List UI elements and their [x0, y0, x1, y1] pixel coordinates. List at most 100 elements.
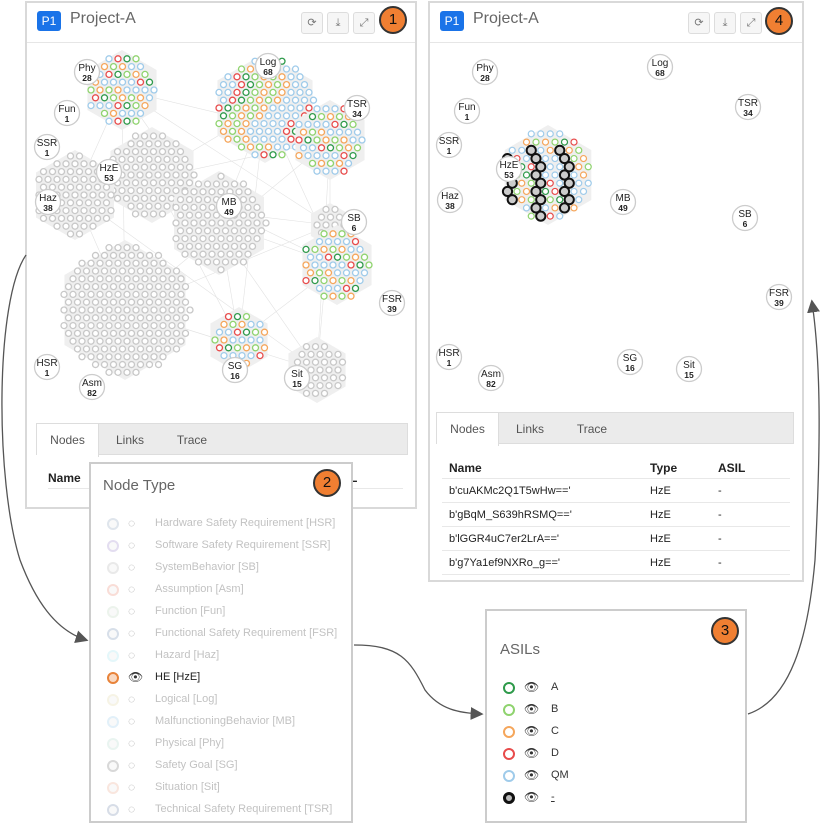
graph-node[interactable] — [269, 119, 277, 128]
graph-node[interactable] — [176, 147, 185, 156]
graph-node[interactable] — [233, 312, 242, 321]
graph-node[interactable] — [73, 314, 82, 322]
graph-node[interactable] — [123, 101, 131, 110]
graph-node[interactable] — [140, 147, 149, 156]
graph-node[interactable] — [522, 154, 531, 163]
node-cluster[interactable] — [302, 225, 373, 305]
graph-node[interactable] — [315, 237, 324, 246]
graph-node[interactable] — [575, 146, 583, 154]
graph-node[interactable] — [247, 320, 255, 329]
graph-node[interactable] — [62, 191, 70, 199]
graph-node[interactable] — [176, 163, 185, 171]
graph-node[interactable] — [163, 345, 172, 353]
graph-node[interactable] — [242, 73, 250, 81]
graph-node[interactable] — [556, 163, 564, 171]
graph-node[interactable] — [308, 159, 317, 168]
graph-node[interactable] — [308, 128, 317, 136]
graph-node[interactable] — [123, 86, 131, 94]
graph-node[interactable] — [338, 245, 346, 254]
graph-node[interactable] — [53, 160, 61, 168]
eye-icon[interactable]: ◌ — [128, 714, 136, 728]
graph-node[interactable] — [313, 167, 321, 175]
graph-node[interactable] — [287, 104, 295, 112]
graph-node[interactable] — [127, 62, 136, 71]
graph-node[interactable] — [224, 135, 232, 143]
graph-node[interactable] — [313, 136, 321, 144]
graph-node[interactable] — [109, 78, 118, 86]
graph-node[interactable] — [269, 151, 277, 159]
graph-node[interactable] — [304, 151, 312, 160]
graph-node[interactable] — [349, 151, 357, 160]
graph-node[interactable] — [344, 159, 353, 168]
graph-node[interactable] — [118, 155, 126, 164]
graph-node[interactable] — [584, 163, 592, 171]
graph-node[interactable] — [60, 321, 68, 330]
graph-node[interactable] — [246, 127, 255, 136]
graph-node[interactable] — [114, 55, 122, 63]
graph-node[interactable] — [100, 109, 109, 118]
graph-node[interactable] — [80, 160, 88, 168]
graph-node[interactable] — [190, 234, 198, 243]
graph-node[interactable] — [91, 345, 100, 353]
graph-node[interactable] — [194, 242, 203, 251]
graph-node[interactable] — [172, 314, 181, 322]
graph-node[interactable] — [89, 206, 97, 215]
graph-node[interactable] — [181, 155, 189, 164]
graph-node[interactable] — [208, 219, 216, 227]
graph-node[interactable] — [113, 194, 122, 203]
graph-node[interactable] — [89, 222, 97, 230]
table-row[interactable]: b'cuAKMc2Q1T5wHw=='HzE- — [442, 479, 790, 503]
graph-node[interactable] — [338, 230, 346, 238]
graph-node[interactable] — [172, 186, 180, 195]
graph-node[interactable] — [73, 282, 82, 291]
graph-node[interactable] — [242, 135, 250, 143]
graph-node[interactable] — [158, 194, 167, 203]
graph-node[interactable] — [215, 104, 223, 112]
graph-node[interactable] — [118, 78, 127, 86]
graph-node[interactable] — [127, 186, 135, 195]
graph-node[interactable] — [518, 146, 526, 154]
graph-node[interactable] — [123, 243, 131, 252]
graph-node[interactable] — [131, 163, 140, 171]
graph-node[interactable] — [168, 306, 176, 314]
column-asil[interactable]: ASIL — [718, 461, 746, 475]
graph-node[interactable] — [320, 374, 329, 382]
graph-node[interactable] — [154, 155, 162, 164]
graph-node[interactable] — [221, 180, 230, 188]
graph-node[interactable] — [145, 298, 154, 306]
eye-icon[interactable]: ◌ — [128, 692, 136, 706]
graph-node[interactable] — [324, 237, 333, 246]
graph-node[interactable] — [107, 206, 115, 215]
graph-node[interactable] — [334, 381, 342, 390]
graph-node[interactable] — [118, 251, 127, 260]
graph-node[interactable] — [311, 389, 320, 398]
graph-node[interactable] — [199, 219, 207, 227]
graph-node[interactable] — [541, 204, 550, 212]
graph-node[interactable] — [235, 234, 243, 243]
graph-node[interactable] — [57, 167, 66, 176]
graph-node[interactable] — [351, 284, 360, 293]
graph-node[interactable] — [66, 214, 75, 223]
graph-node[interactable] — [300, 96, 309, 104]
graph-node[interactable] — [118, 282, 127, 291]
graph-node[interactable] — [224, 328, 233, 336]
graph-node[interactable] — [295, 136, 303, 144]
graph-node[interactable] — [199, 234, 207, 243]
graph-node[interactable] — [246, 96, 255, 104]
graph-node[interactable] — [78, 290, 86, 299]
graph-node[interactable] — [203, 211, 212, 219]
graph-node[interactable] — [199, 250, 207, 258]
graph-node[interactable] — [194, 211, 203, 219]
graph-node[interactable] — [159, 353, 167, 361]
graph-node[interactable] — [163, 282, 172, 291]
graph-node[interactable] — [141, 275, 149, 283]
graph-node[interactable] — [181, 329, 190, 338]
graph-node[interactable] — [242, 312, 251, 321]
graph-node[interactable] — [251, 73, 259, 81]
graph-node[interactable] — [118, 109, 127, 118]
